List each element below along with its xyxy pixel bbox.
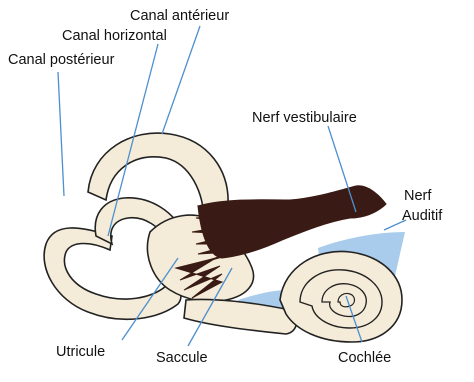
label-canal-posterieur: Canal postérieur <box>8 52 115 68</box>
label-nerf-vestibulaire: Nerf vestibulaire <box>252 110 357 126</box>
label-utricule: Utricule <box>56 344 105 360</box>
label-auditif: Auditif <box>402 208 443 224</box>
pointer-canal-posterieur <box>58 72 64 196</box>
label-canal-anterieur: Canal antérieur <box>130 8 229 24</box>
cochlea <box>280 251 402 342</box>
cochlea-apex <box>338 293 355 306</box>
label-nerf: Nerf <box>404 188 432 204</box>
label-canal-horizontal: Canal horizontal <box>62 28 167 44</box>
label-cochlee: Cochlée <box>338 350 391 366</box>
pointer-canal-anterieur <box>162 26 200 134</box>
label-saccule: Saccule <box>156 350 208 366</box>
